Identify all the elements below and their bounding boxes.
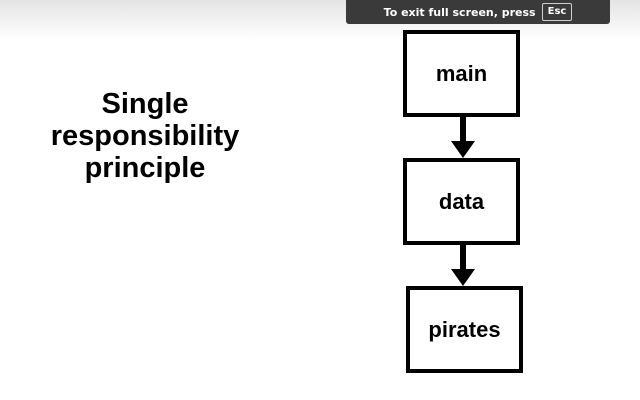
diagram-box-main: main xyxy=(403,30,520,117)
arrow-down-icon xyxy=(451,117,475,158)
slide-title-line-1: Single xyxy=(101,88,189,120)
slide-title-line-3: principle xyxy=(84,152,206,184)
diagram-box-data: data xyxy=(403,158,520,245)
fullscreen-exit-text: To exit full screen, press xyxy=(383,5,536,19)
arrow-down-icon xyxy=(451,245,475,286)
diagram-box-label-main: main xyxy=(435,60,488,86)
slide-title-line-2: responsibility xyxy=(50,120,240,152)
diagram-box-label-data: data xyxy=(438,188,485,214)
slide-title: Single responsibility principle xyxy=(20,88,270,184)
fullscreen-exit-banner: To exit full screen, press Esc xyxy=(346,0,610,24)
diagram-box-pirates: pirates xyxy=(406,286,523,373)
esc-key-hint: Esc xyxy=(541,3,573,21)
diagram-box-label-pirates: pirates xyxy=(428,316,501,342)
